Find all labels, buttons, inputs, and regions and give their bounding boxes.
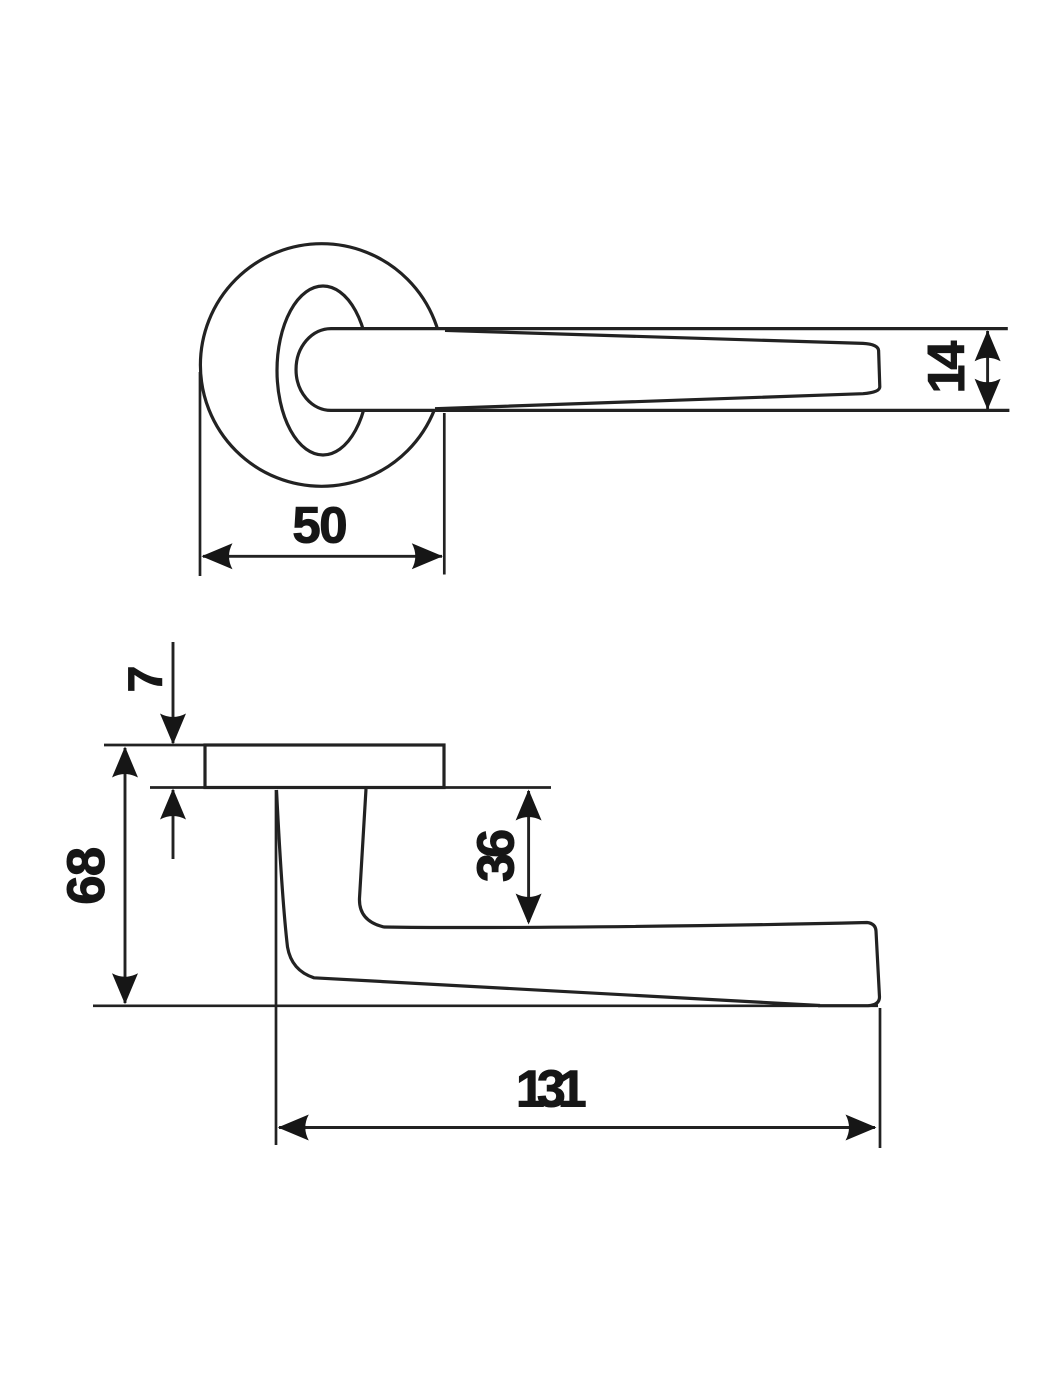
svg-text:68: 68 [57, 848, 116, 905]
svg-text:50: 50 [292, 497, 346, 554]
svg-text:36: 36 [468, 830, 526, 882]
svg-text:14: 14 [918, 341, 976, 394]
svg-text:7: 7 [120, 666, 173, 693]
svg-text:131: 131 [516, 1061, 586, 1119]
